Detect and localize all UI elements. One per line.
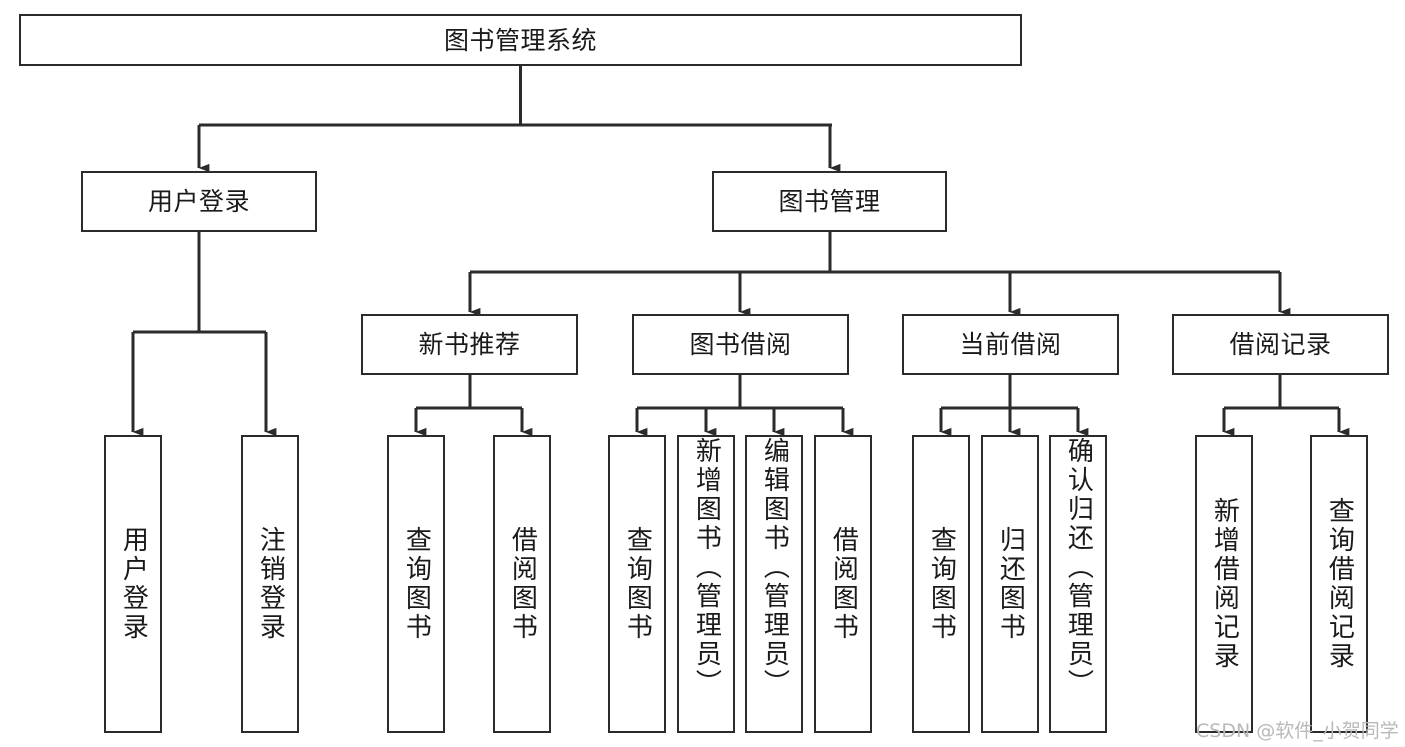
- node-book-borrow[interactable]: 图书借阅: [632, 314, 849, 375]
- node-leaf-query-book-2-label: 查询图书: [622, 526, 653, 642]
- node-user-login[interactable]: 用户登录: [81, 171, 317, 232]
- node-leaf-edit-book-label: 编辑图书（管理员）: [759, 437, 790, 698]
- node-borrow-record-label: 借阅记录: [1229, 330, 1332, 359]
- node-leaf-query-book-1[interactable]: 查询图书: [387, 435, 445, 733]
- node-leaf-query-record-label: 查询借阅记录: [1324, 497, 1355, 671]
- node-leaf-user-logout-label: 注销登录: [255, 526, 286, 642]
- node-leaf-query-book-3-label: 查询图书: [926, 526, 957, 642]
- node-borrow-record[interactable]: 借阅记录: [1172, 314, 1389, 375]
- node-leaf-return-book-label: 归还图书: [995, 526, 1026, 642]
- node-leaf-borrow-book-1[interactable]: 借阅图书: [493, 435, 551, 733]
- node-root-label: 图书管理系统: [443, 25, 597, 55]
- node-root[interactable]: 图书管理系统: [19, 14, 1022, 66]
- node-leaf-query-book-2[interactable]: 查询图书: [608, 435, 666, 733]
- node-leaf-edit-book[interactable]: 编辑图书（管理员）: [745, 435, 803, 733]
- node-leaf-query-book-3[interactable]: 查询图书: [912, 435, 970, 733]
- node-leaf-borrow-book-2[interactable]: 借阅图书: [814, 435, 872, 733]
- node-leaf-user-login[interactable]: 用户登录: [104, 435, 162, 733]
- node-leaf-confirm-return[interactable]: 确认归还（管理员）: [1049, 435, 1107, 733]
- csdn-watermark: CSDN @软件_小贺同学: [1196, 720, 1399, 742]
- node-new-book-recommend-label: 新书推荐: [418, 330, 521, 359]
- node-user-login-label: 用户登录: [147, 187, 250, 216]
- node-leaf-add-book-label: 新增图书（管理员）: [691, 437, 722, 698]
- node-current-borrow[interactable]: 当前借阅: [902, 314, 1119, 375]
- node-current-borrow-label: 当前借阅: [959, 330, 1062, 359]
- node-leaf-user-login-label: 用户登录: [118, 526, 149, 642]
- node-leaf-borrow-book-1-label: 借阅图书: [507, 526, 538, 642]
- node-book-borrow-label: 图书借阅: [689, 330, 792, 359]
- node-leaf-borrow-book-2-label: 借阅图书: [828, 526, 859, 642]
- node-leaf-query-book-1-label: 查询图书: [401, 526, 432, 642]
- node-leaf-add-record[interactable]: 新增借阅记录: [1195, 435, 1253, 733]
- node-book-management-label: 图书管理: [778, 187, 881, 216]
- node-book-management[interactable]: 图书管理: [712, 171, 947, 232]
- node-leaf-add-book[interactable]: 新增图书（管理员）: [677, 435, 735, 733]
- node-leaf-add-record-label: 新增借阅记录: [1209, 497, 1240, 671]
- node-leaf-confirm-return-label: 确认归还（管理员）: [1063, 437, 1094, 698]
- node-new-book-recommend[interactable]: 新书推荐: [361, 314, 578, 375]
- node-leaf-user-logout[interactable]: 注销登录: [241, 435, 299, 733]
- node-leaf-return-book[interactable]: 归还图书: [981, 435, 1039, 733]
- node-leaf-query-record[interactable]: 查询借阅记录: [1310, 435, 1368, 733]
